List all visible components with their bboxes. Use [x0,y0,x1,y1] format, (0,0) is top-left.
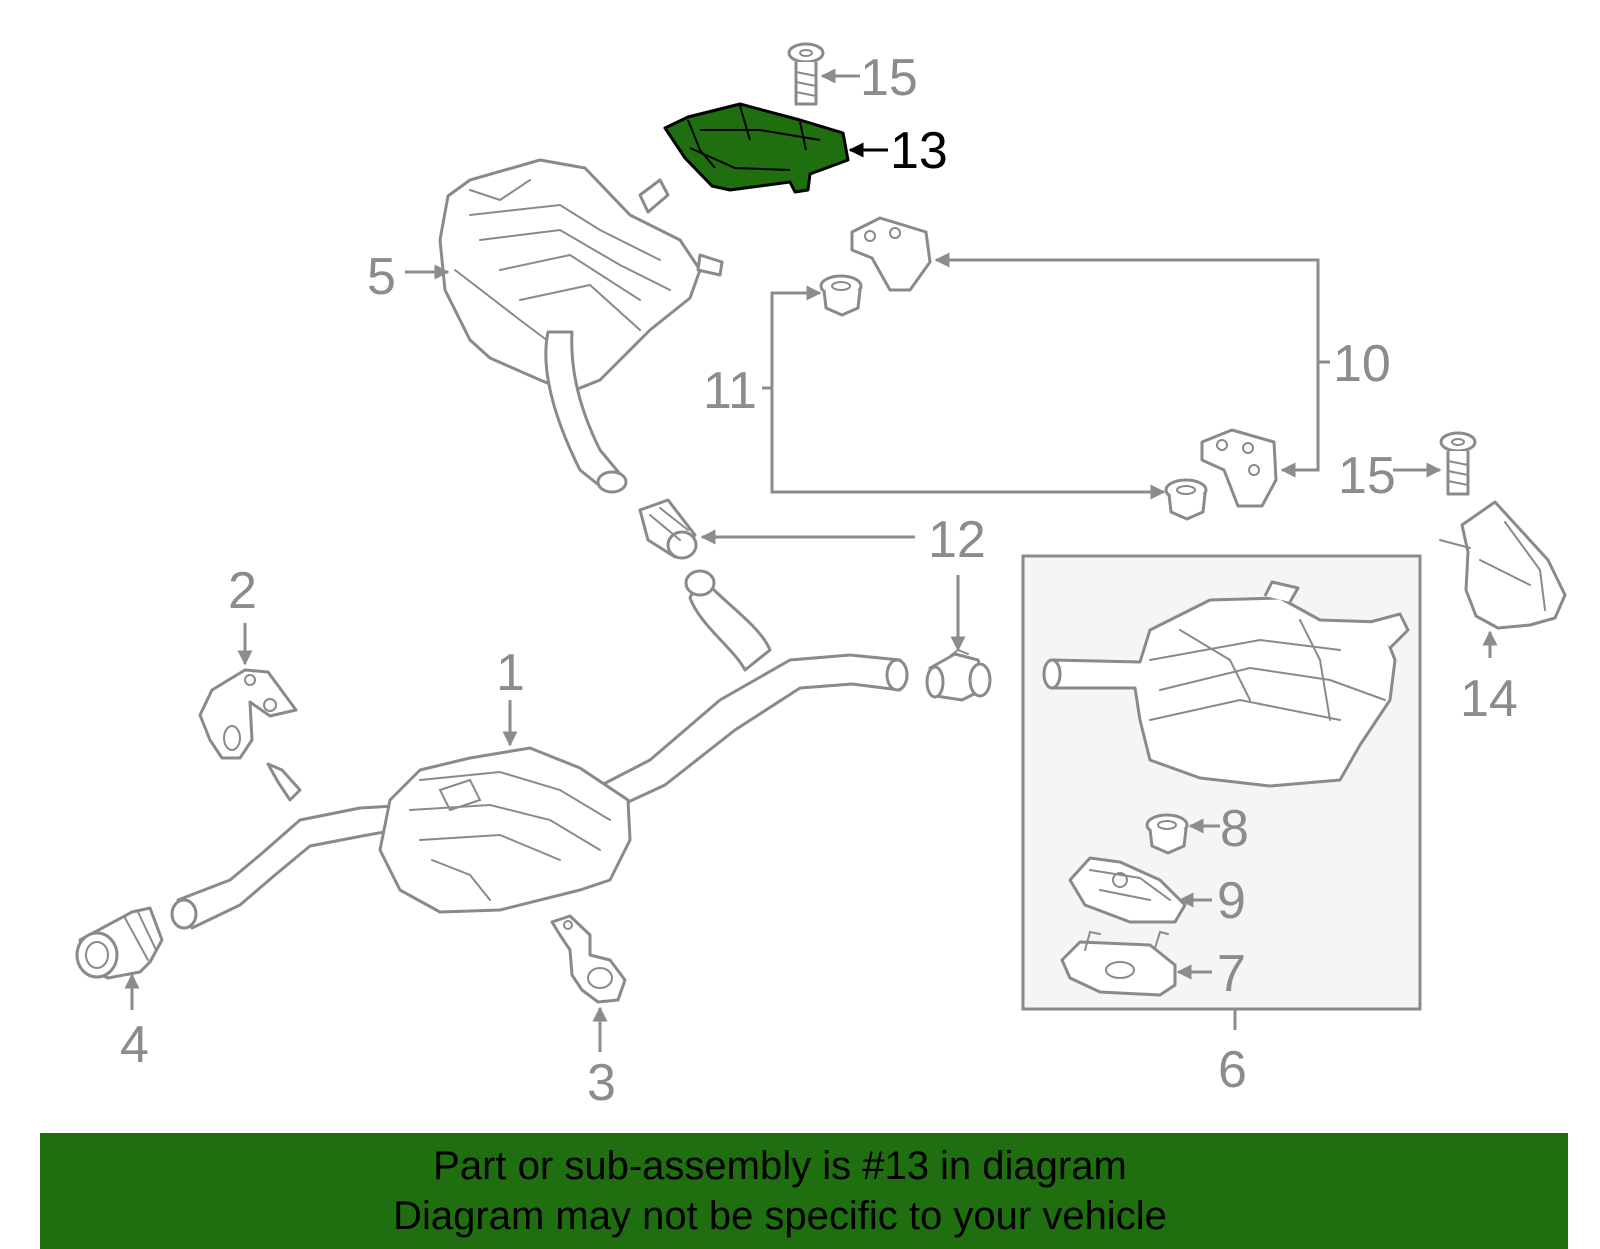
part-13-heat-shield[interactable] [663,102,850,194]
part-7-bracket [1060,930,1177,997]
notice-text: Part or sub-assembly is #13 in diagram D… [40,1141,1520,1241]
part-15-bolt-top [787,42,825,106]
notice-line-2: Diagram may not be specific to your vehi… [393,1194,1167,1238]
label-15-right: 15 [1338,447,1396,505]
label-13: 13 [890,122,948,180]
part-12-clamp-upper [638,498,698,560]
part-4-clamp [75,906,164,980]
leader-lines [124,68,1498,1052]
part-14-heat-shield [1439,500,1567,630]
part-6-rear-muffler-assembly [1042,580,1410,788]
part-5-muffler [438,158,724,494]
label-15-top: 15 [860,49,918,107]
label-5: 5 [367,248,396,306]
label-10: 10 [1333,335,1391,393]
part-10-bracket-upper [850,216,932,292]
part-10-bracket-lower [1200,428,1278,508]
part-12-clamp-lower [925,648,992,702]
label-6: 6 [1218,1041,1247,1099]
label-2: 2 [228,562,257,620]
part-8-nut [1145,813,1189,855]
notice-line-1: Part or sub-assembly is #13 in diagram [433,1144,1127,1188]
label-7: 7 [1217,945,1246,1003]
part-11-nut-upper [819,274,863,317]
part-2-hanger [198,668,298,760]
label-9: 9 [1217,872,1246,930]
label-1: 1 [496,644,525,702]
label-4: 4 [120,1016,149,1074]
label-8: 8 [1220,800,1249,858]
notice-banner: Part or sub-assembly is #13 in diagram D… [40,1133,1568,1249]
label-3: 3 [587,1054,616,1112]
part-11-nut-lower [1164,478,1208,521]
label-12: 12 [928,511,986,569]
label-11: 11 [703,362,757,420]
label-14: 14 [1460,670,1518,728]
part-3-clamp [550,914,627,1004]
part-15-bolt-right [1439,431,1477,496]
part-1-center-pipe-and-muffler [170,569,909,930]
